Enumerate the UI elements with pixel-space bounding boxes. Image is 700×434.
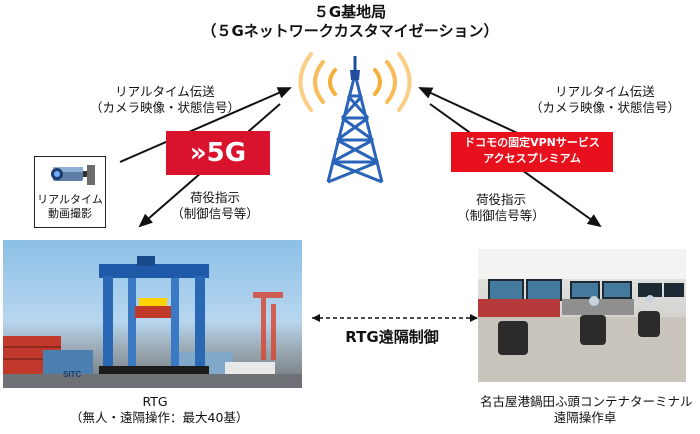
- right-transmission-label: リアルタイム伝送 （カメラ映像・状態信号）: [530, 84, 680, 116]
- antenna-tower-icon: [298, 52, 412, 184]
- right-transmission-title: リアルタイム伝送: [555, 84, 655, 99]
- left-transmission-title: リアルタイム伝送: [115, 84, 215, 99]
- camera-box: リアルタイム 動画撮影: [34, 156, 106, 228]
- camera-label-line1: リアルタイム: [37, 193, 103, 206]
- rtg-crane-image: SITC: [3, 256, 302, 388]
- base-station-title: ５G基地局: [313, 3, 387, 21]
- left-transmission-label: リアルタイム伝送 （カメラ映像・状態信号）: [90, 84, 240, 116]
- terminal-caption-title: 名古屋港鍋田ふ頭コンテナターミナル: [480, 394, 693, 409]
- rtg-photo: SITC: [3, 240, 302, 388]
- rtg-caption: RTG （無人・遠隔操作：最大40基）: [70, 394, 249, 426]
- left-transmission-detail: （カメラ映像・状態信号）: [90, 100, 241, 115]
- left-control-label: 荷役指示 （制御信号等）: [150, 190, 280, 222]
- docomo-service-name: ドコモの固定VPNサービス: [464, 136, 600, 149]
- container-brand-text: SITC: [63, 370, 81, 379]
- right-transmission-detail: （カメラ映像・状態信号）: [530, 100, 681, 115]
- right-control-label: 荷役指示 （制御信号等）: [436, 192, 566, 224]
- rtg-caption-title: RTG: [142, 394, 168, 409]
- rtg-remote-control-label: RTG遠隔制御: [345, 328, 439, 346]
- left-up-arrow: [119, 87, 292, 163]
- terminal-caption-detail: 遠隔操作卓: [553, 410, 617, 425]
- camera-label: リアルタイム 動画撮影: [35, 193, 105, 221]
- rtg-caption-detail: （無人・遠隔操作：最大40基）: [70, 410, 249, 425]
- control-room-photo: [478, 249, 686, 382]
- docomo-service-plan: アクセスプレミアム: [483, 152, 581, 165]
- camera-icon: [51, 165, 95, 185]
- 5g-badge: »5G: [166, 131, 270, 175]
- control-room-image: [478, 249, 686, 382]
- left-control-title: 荷役指示: [189, 190, 240, 205]
- right-control-detail: （制御信号等）: [457, 208, 545, 223]
- base-station-subtitle: （５Gネットワークカスタマイゼーション）: [201, 22, 499, 40]
- docomo-vpn-badge: ドコモの固定VPNサービス アクセスプレミアム: [451, 132, 613, 172]
- right-control-title: 荷役指示: [475, 192, 526, 207]
- camera-label-line2: 動画撮影: [48, 207, 92, 220]
- left-control-detail: （制御信号等）: [171, 206, 259, 221]
- terminal-caption: 名古屋港鍋田ふ頭コンテナターミナル 遠隔操作卓: [480, 394, 693, 426]
